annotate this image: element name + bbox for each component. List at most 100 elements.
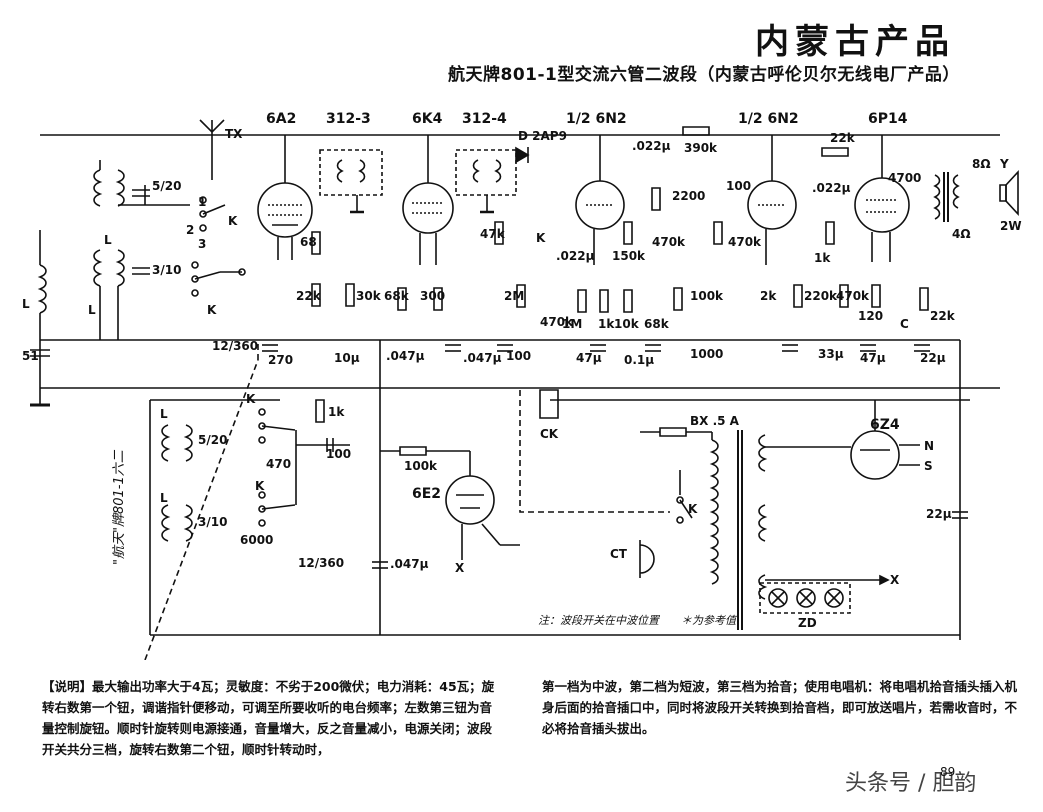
label-x-lamp: X: [890, 573, 900, 587]
label-l4: L: [160, 407, 168, 421]
val-c047b: .047μ: [463, 351, 502, 365]
coil-l4: [162, 425, 168, 461]
coil-l5: [162, 505, 168, 541]
label-ct: CT: [610, 547, 627, 561]
label-s: S: [924, 459, 933, 473]
coil-l3: [118, 250, 124, 286]
label-n: N: [924, 439, 935, 453]
watermark: 头条号 / 胆韵: [845, 771, 977, 796]
label-k1-5: K: [536, 231, 546, 245]
val-sw2: 2: [186, 223, 195, 237]
tube-6z4: [851, 431, 899, 479]
val-r470k: 470k: [540, 315, 574, 329]
label-l5: L: [160, 491, 168, 505]
label-speaker-y: Y: [1000, 157, 1009, 171]
val-r300: 300: [420, 289, 446, 303]
val-r1m: 1M: [562, 317, 583, 331]
val-r22k: 22k: [296, 289, 321, 303]
label-x-eye: X: [455, 561, 465, 575]
val-c470: 470: [266, 457, 292, 471]
val-r220k: 220k: [804, 289, 838, 303]
pilot-lamp: [769, 589, 787, 607]
val-c520b: 5/20: [198, 433, 228, 447]
if-label-312-4: 312-4: [462, 111, 507, 127]
coil-l1: [40, 265, 46, 313]
val-r68a: 68: [300, 235, 317, 249]
diode-2ap9: [516, 148, 528, 162]
val-sw1: 1: [198, 195, 207, 209]
label-k1-3: K: [246, 392, 256, 406]
val-c047c: .047μ: [390, 557, 429, 571]
val-r22k3: 22k: [930, 309, 955, 323]
val-r47k: 47k: [480, 227, 505, 241]
label-4ohm: 4Ω: [952, 227, 971, 241]
val-c51: 51: [22, 349, 39, 363]
val-c6000: 6000: [240, 533, 274, 547]
label-tx: TX: [225, 127, 243, 141]
label-bx: BX .5 A: [690, 414, 739, 428]
val-c022a: .022μ: [556, 249, 595, 263]
label-c: C: [900, 317, 909, 331]
page-number: 89: [940, 765, 956, 779]
tube-label-6n2-a: 1/2 6N2: [566, 111, 627, 127]
label-diode: D 2AP9: [518, 129, 567, 143]
val-c520a: 5/20: [152, 179, 182, 193]
val-c4700: 4700: [888, 171, 922, 185]
tube-label-6z4: 6Z4: [870, 417, 900, 433]
label-ck: CK: [540, 427, 559, 441]
val-c022b: .022μ: [632, 139, 671, 153]
val-r1k2: 1k: [814, 251, 831, 265]
val-c01u: 0.1μ: [624, 353, 655, 367]
val-c22u2: 22μ: [926, 507, 952, 521]
brand-title: 内蒙古产品: [755, 22, 955, 62]
if-label-312-3: 312-3: [326, 111, 371, 127]
val-c100a: 100: [506, 349, 532, 363]
label-l1: L: [22, 297, 30, 311]
val-c270: 270: [268, 353, 294, 367]
val-r100k: 100k: [690, 289, 724, 303]
val-c310b: 3/10: [198, 515, 228, 529]
val-c12360b: 12/360: [298, 556, 345, 570]
label-k1-1: K: [228, 214, 238, 228]
val-r2k: 2k: [760, 289, 777, 303]
val-c22u: 22μ: [920, 351, 946, 365]
val-c12360a: 12/360: [212, 339, 259, 353]
label-k1-2: K: [207, 303, 217, 317]
tube-6a2: [258, 183, 312, 237]
tube-label-6k4: 6K4: [412, 111, 443, 127]
tube-label-6p14: 6P14: [868, 111, 908, 127]
val-r22k2: 22k: [830, 131, 855, 145]
val-c100c: 100: [326, 447, 352, 461]
val-c100b: 100: [726, 179, 752, 193]
coil-l2: [94, 250, 100, 286]
if-transformer-312-3: [320, 150, 382, 195]
val-r100k2: 100k: [404, 459, 438, 473]
val-r120: 120: [858, 309, 884, 323]
val-r470k3: 470k: [652, 235, 686, 249]
val-r1ka: 1k: [328, 405, 345, 419]
description-right: 第一档为中波，第二档为短波，第三档为拾音；使用电唱机：将电唱机拾音插头插入机身后…: [542, 679, 1018, 736]
val-r2m: 2M: [504, 289, 525, 303]
val-c47u: 47μ: [576, 351, 602, 365]
description-left: 【说明】最大输出功率大于4瓦；灵敏度：不劣于200微伏；电力消耗：45瓦；旋转右…: [42, 679, 495, 757]
footnote: 注：波段开关在中波位置 ＊为参考值: [538, 614, 736, 627]
val-r68k: 68k: [384, 289, 409, 303]
val-c2200: 2200: [672, 189, 706, 203]
power-transformer-primary: [712, 440, 718, 584]
speaker: [1000, 185, 1006, 201]
label-zd: ZD: [798, 616, 817, 630]
label-8ohm: 8Ω: [972, 157, 991, 171]
coil-top: [94, 170, 100, 206]
val-sw3: 3: [198, 237, 207, 251]
fuse-bx: [660, 428, 686, 436]
val-r10k: 10k: [614, 317, 639, 331]
val-c1000: 1000: [690, 347, 724, 361]
val-c33u: 33μ: [818, 347, 844, 361]
val-r470k2: 470k: [728, 235, 762, 249]
tube-6k4: [403, 183, 453, 233]
vertical-label: "航天"牌801-1六二: [112, 450, 127, 565]
tube-label-6n2-b: 1/2 6N2: [738, 111, 799, 127]
plug-ct: [640, 545, 654, 573]
circuit-diagram: [0, 0, 1043, 660]
